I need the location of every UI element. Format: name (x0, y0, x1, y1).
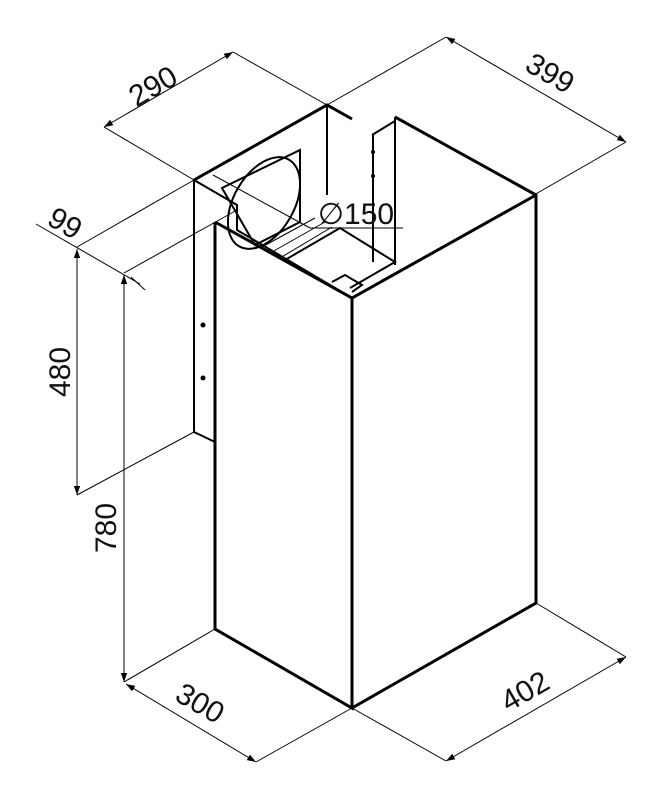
inner-rim (193, 179, 353, 299)
dimension-lines (35, 36, 627, 763)
inner-strip-line (271, 221, 326, 253)
hood-casing (193, 103, 538, 711)
inner-bottom-strip (261, 217, 316, 248)
label-diameter-150: ∅150 (318, 198, 394, 231)
diameter-leader (212, 174, 311, 229)
inner-strip-line (279, 226, 333, 259)
bracket-hole (200, 322, 206, 328)
dim-line-300 (125, 683, 257, 763)
side-bracket (193, 180, 216, 443)
bracket-hole (200, 375, 206, 381)
inner-notch (331, 273, 364, 293)
label-99: 99 (42, 201, 87, 246)
back-right-top-edge (394, 115, 537, 197)
dim-line-402 (445, 656, 627, 762)
label-300: 300 (170, 677, 230, 731)
flange-hole (371, 174, 375, 178)
inner-flange (371, 120, 396, 136)
label-290: 290 (123, 60, 183, 114)
dim-line-99 (35, 223, 141, 285)
label-402: 402 (495, 665, 555, 719)
label-399: 399 (520, 47, 580, 101)
flange-hole (371, 150, 375, 154)
inner-bottom-edge (284, 226, 397, 289)
dim-line-290 (103, 51, 234, 128)
duct-outlet-circle (226, 156, 302, 250)
front-left-panel-outline (213, 222, 354, 711)
label-780: 780 (90, 503, 123, 553)
label-480: 480 (44, 347, 77, 397)
dim-line-399 (445, 36, 627, 143)
front-right-panel-outline (214, 192, 538, 710)
back-top-edge (193, 103, 353, 182)
